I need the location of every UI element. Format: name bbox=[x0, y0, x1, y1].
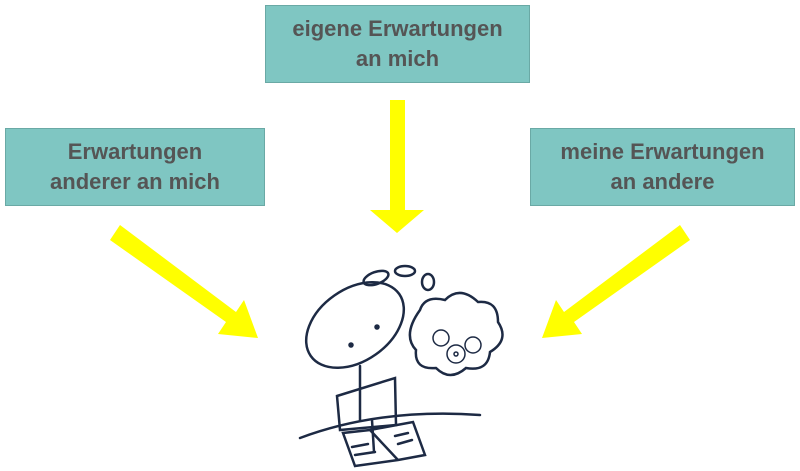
box-my-expectations-of-others: meine Erwartungen an andere bbox=[530, 128, 795, 206]
box-left-line2: anderer an mich bbox=[50, 169, 220, 194]
box-right-line1: meine Erwartungen bbox=[560, 139, 765, 164]
box-right-line2: an andere bbox=[610, 169, 715, 194]
box-left-line1: Erwartungen bbox=[67, 139, 203, 164]
head bbox=[304, 280, 406, 370]
thought-cloud bbox=[408, 291, 504, 377]
box-others-expectations: Erwartungen anderer an mich bbox=[5, 128, 265, 206]
arrow-down bbox=[370, 100, 424, 233]
box-top-line2: an mich bbox=[355, 46, 440, 71]
arrow-down-right bbox=[110, 225, 258, 338]
box-top-line1: eigene Erwartungen bbox=[292, 16, 503, 41]
book bbox=[341, 420, 427, 468]
thinking-person-sketch bbox=[298, 264, 504, 468]
box-own-expectations: eigene Erwartungen an mich bbox=[265, 5, 530, 83]
arrow-down-left bbox=[542, 225, 690, 338]
